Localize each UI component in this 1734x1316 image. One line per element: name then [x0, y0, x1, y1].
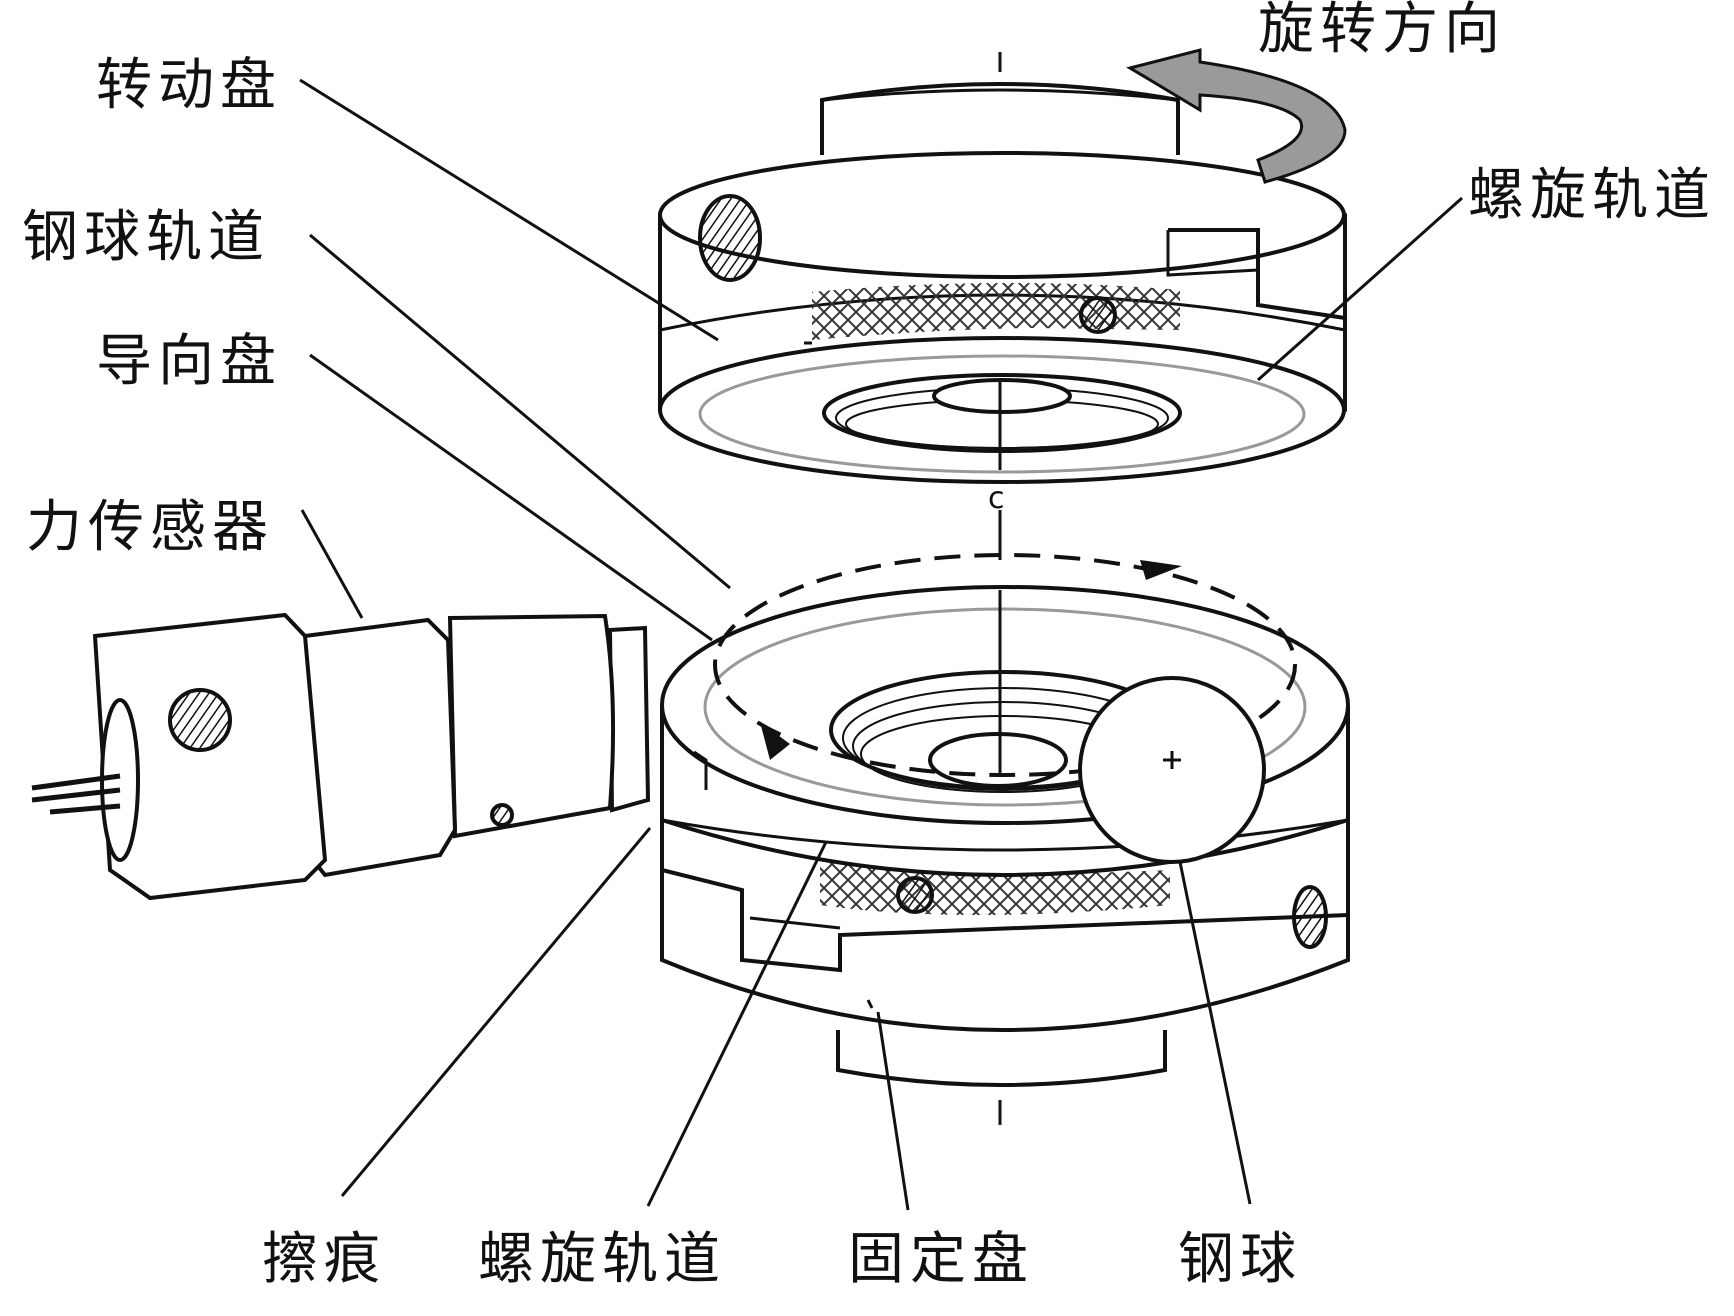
label-spiral-track-top: 螺旋轨道 — [1468, 163, 1716, 228]
sensor-cable — [31, 773, 121, 815]
track-arrow-right — [1140, 560, 1182, 580]
fixed-disc-assembly — [660, 585, 1350, 1087]
label-guide-disc: 导向盘 — [96, 329, 282, 394]
sensor-hex-right — [303, 617, 458, 878]
label-fixed-disc: 固定盘 — [848, 1227, 1034, 1292]
label-ball-track: 钢球轨道 — [22, 205, 270, 270]
axis-mark-upper: c — [988, 481, 1005, 516]
ball-track-path — [713, 553, 1297, 777]
track-arrow-left — [760, 722, 790, 760]
leader-scratch — [340, 827, 652, 1197]
rotating-disc-assembly — [658, 82, 1347, 484]
upper-spiral-track-ring — [698, 354, 1306, 474]
leader-lines — [299, 78, 1463, 1211]
sensor-screw — [168, 688, 232, 752]
rotating-disc-hub — [820, 82, 1180, 155]
lower-spiral-track-ring — [703, 607, 1307, 807]
label-force-sensor: 力传感器 — [26, 495, 274, 560]
sensor-hex-left — [92, 612, 328, 901]
leader-force-sensor — [300, 509, 364, 619]
label-spiral-track-bottom: 螺旋轨道 — [478, 1227, 726, 1292]
sensor-cylinder — [447, 613, 616, 839]
leader-fixed-disc — [876, 1011, 910, 1211]
upper-slot — [1168, 228, 1346, 320]
leader-spiral-track-top — [1257, 196, 1463, 382]
label-steel-ball: 钢球 — [1178, 1227, 1302, 1292]
rotation-arrow — [1126, 48, 1347, 184]
leader-spiral-track-bottom — [646, 841, 828, 1207]
steel-ball — [1078, 676, 1266, 864]
label-scratch: 擦痕 — [262, 1227, 386, 1292]
label-rotation-direction: 旋转方向 — [1258, 0, 1506, 62]
label-rotating-disc: 转动盘 — [96, 53, 282, 118]
upper-threaded-hole — [698, 194, 762, 282]
lower-slot — [661, 868, 1349, 973]
leader-steel-ball — [1178, 861, 1252, 1205]
leader-guide-disc — [309, 353, 713, 642]
leader-ball-track — [309, 233, 731, 590]
force-sensor — [31, 612, 651, 901]
leader-rotating-disc — [299, 78, 719, 342]
fixed-disc-hub — [836, 1030, 1167, 1087]
scratch-mark — [693, 750, 708, 790]
